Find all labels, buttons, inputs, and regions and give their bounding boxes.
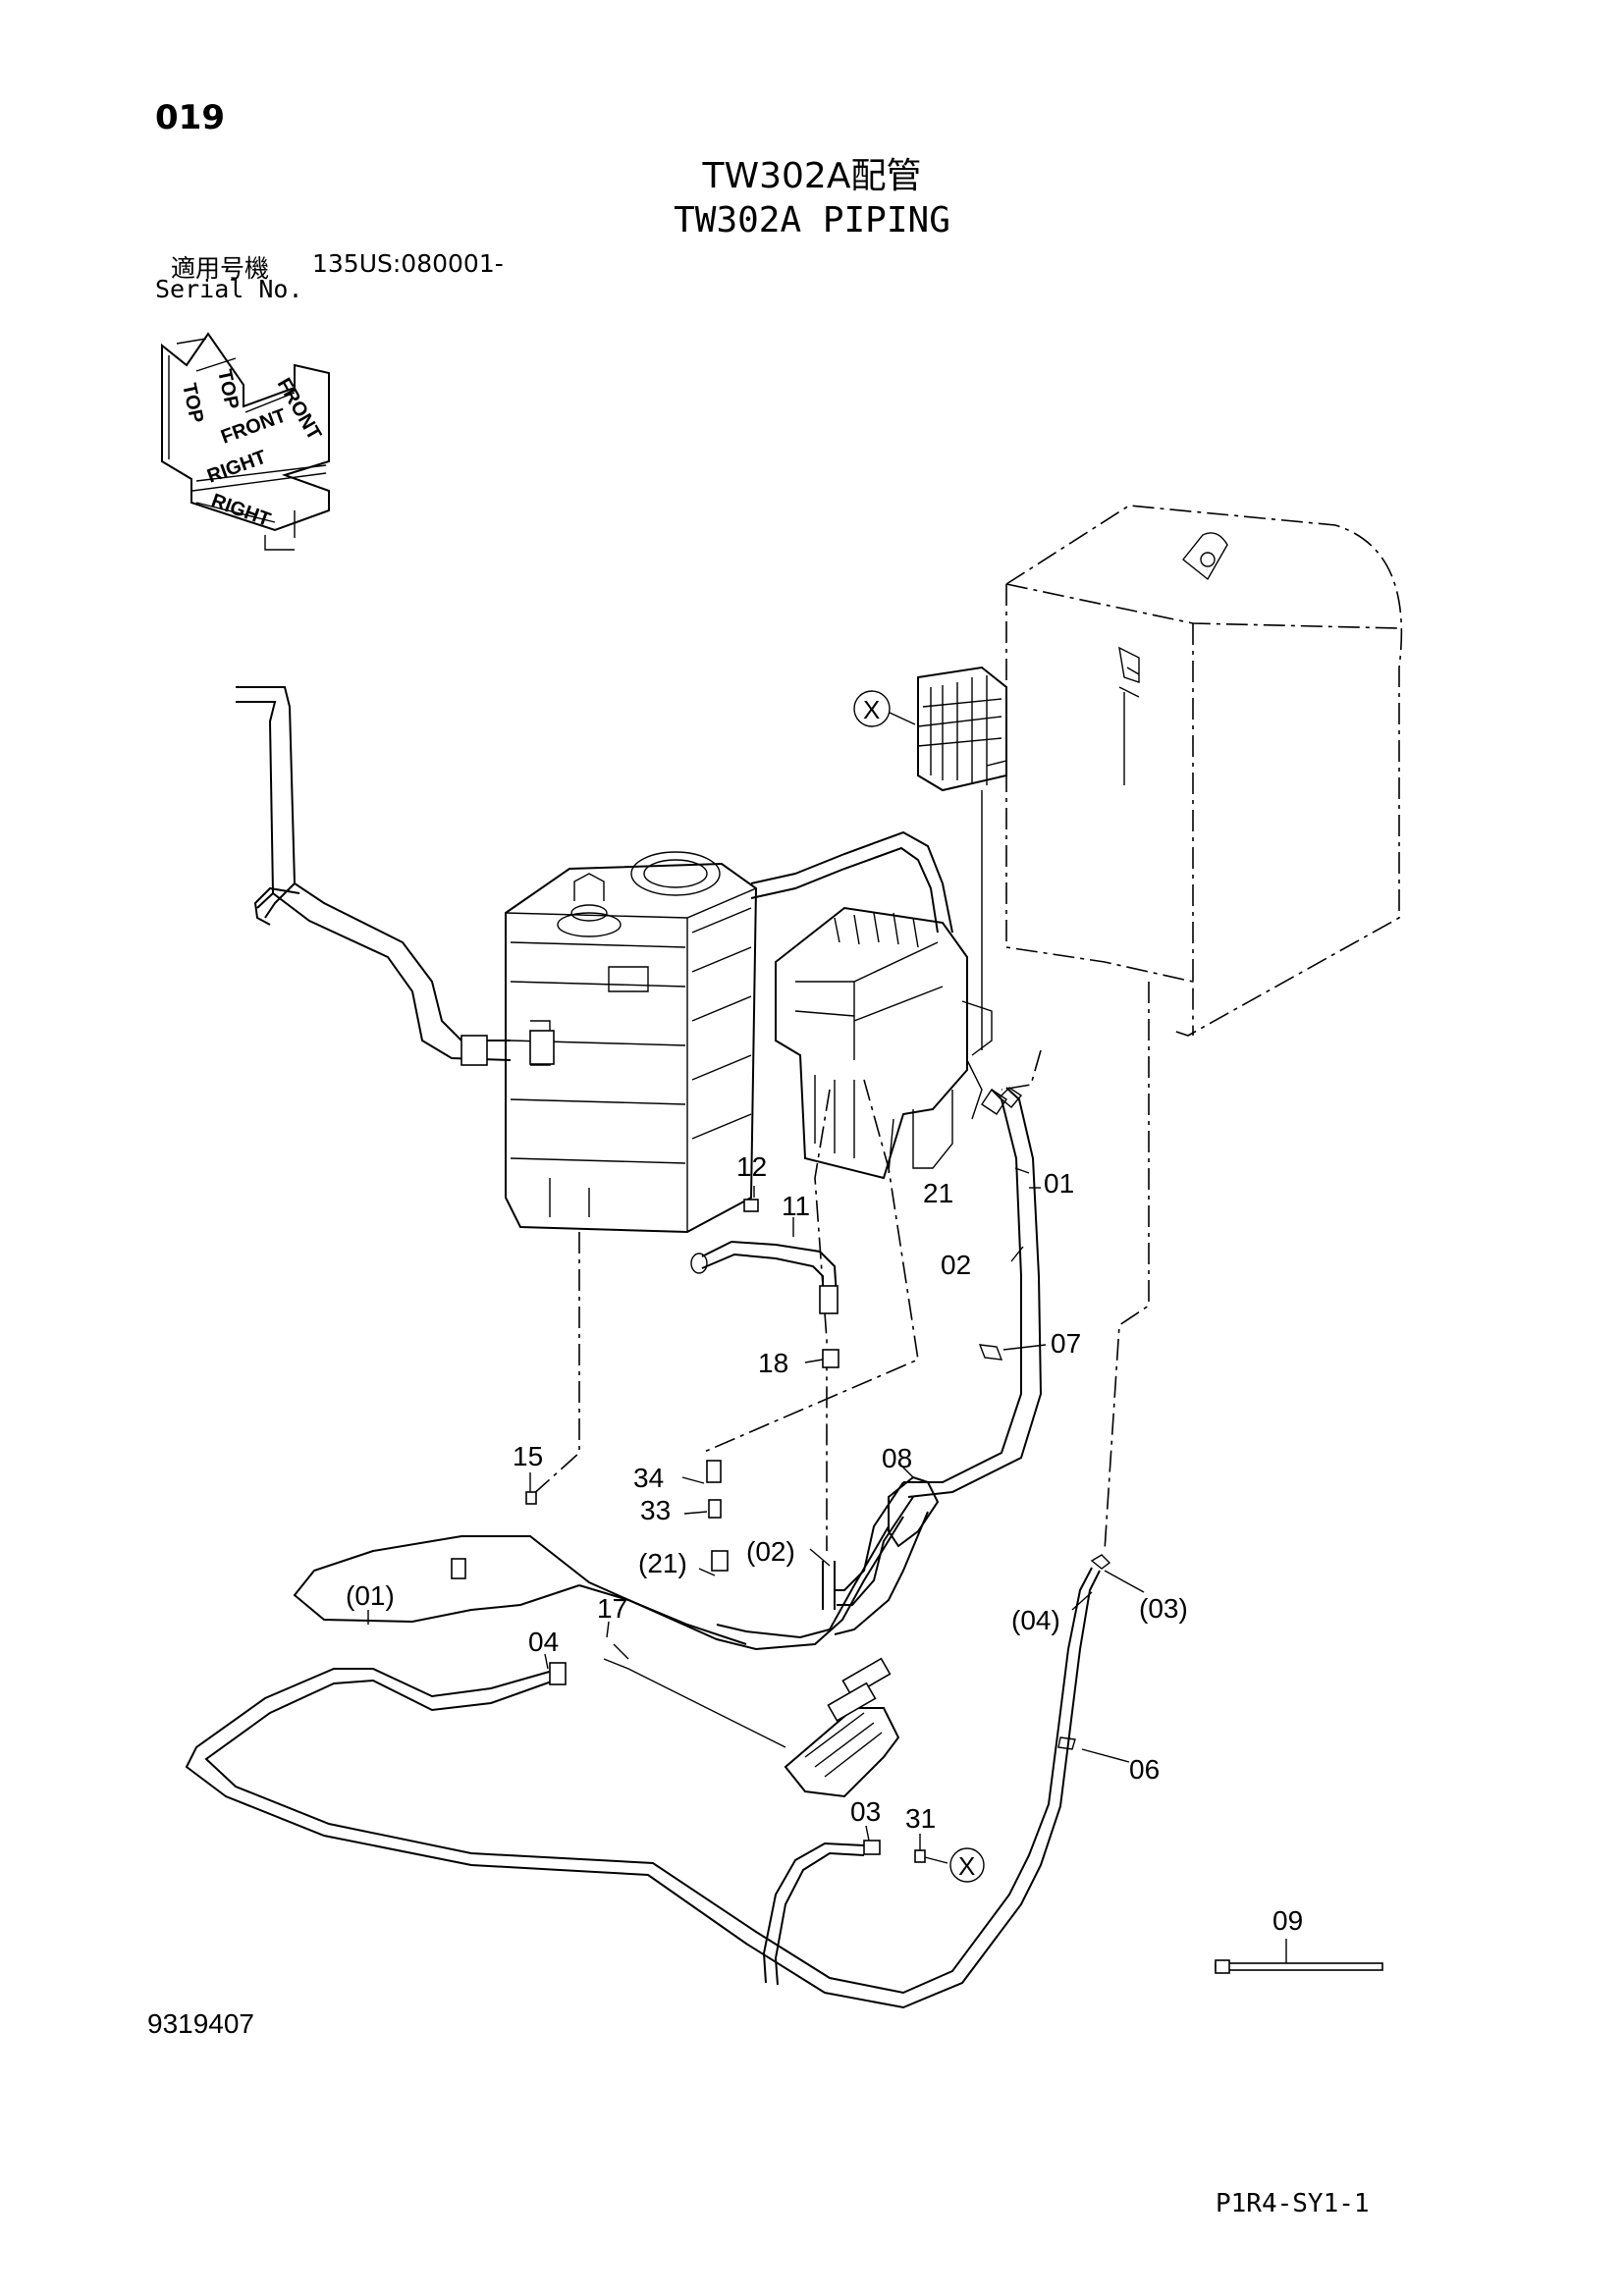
callout-ref-02: (02) (746, 1536, 795, 1567)
callout-34: 34 (633, 1463, 664, 1493)
suction-pipe-left (236, 686, 555, 1066)
return-pipe-upper (750, 830, 953, 934)
callout-ref-01: (01) (346, 1580, 395, 1611)
parts-11-12-18 (525, 1199, 839, 1519)
orientation-indicator: TOP TOP FRONT FRONT RIGHT RIGHT (161, 332, 330, 551)
cab-outline (1005, 505, 1403, 1037)
callout-21: 21 (923, 1178, 953, 1208)
callout-ref-04: (04) (1011, 1605, 1060, 1635)
assembly-leader-lines (529, 982, 1150, 1552)
drawing-number: 9319407 (147, 2008, 255, 2039)
orientation-top-label-1: TOP (213, 367, 243, 410)
serial-label-english: Serial No. (155, 275, 303, 303)
title-japanese: TW302A配管 (702, 156, 922, 196)
detail-x-marker-bottom: X (958, 1851, 975, 1881)
callout-15: 15 (513, 1441, 543, 1471)
title-english: TW302A PIPING (674, 200, 950, 240)
serial-number-range: 135US:080001- (312, 249, 504, 278)
callout-09: 09 (1272, 1905, 1303, 1936)
hose-04-loop (185, 1554, 1111, 2009)
callout-02: 02 (941, 1250, 971, 1280)
detail-x-marker-top: X (863, 695, 880, 724)
callout-ref-21: (21) (638, 1548, 687, 1578)
callout-06: 06 (1129, 1754, 1160, 1785)
page-number: 019 (155, 98, 225, 137)
orientation-front-label-2: FRONT (218, 404, 289, 448)
callout-18: 18 (758, 1348, 788, 1378)
detail-x-valve-assembly: X (853, 666, 1007, 1050)
callout-01: 01 (1044, 1168, 1074, 1199)
serial-label-japanese: 適用号機 (171, 254, 270, 283)
orientation-right-label-2: RIGHT (208, 490, 273, 531)
callout-31: 31 (905, 1803, 936, 1834)
orientation-top-label-2: TOP (178, 381, 207, 424)
callout-labels: 01 21 02 07 08 12 11 18 15 34 33 (21) (0… (346, 1151, 1303, 1936)
callout-11: 11 (782, 1191, 810, 1221)
callout-ref-03: (03) (1139, 1593, 1188, 1624)
callout-07: 07 (1051, 1328, 1081, 1359)
callout-12: 12 (736, 1151, 767, 1182)
hoses-01-02 (903, 1087, 1043, 1498)
callout-04: 04 (528, 1627, 559, 1657)
hose-01-loop (293, 1516, 904, 1651)
cable-tie-09 (1215, 1939, 1383, 1974)
callout-17: 17 (597, 1593, 627, 1624)
sheet-reference: P1R4-SY1-1 (1216, 2189, 1370, 2218)
callout-33: 33 (640, 1495, 671, 1525)
control-valve (775, 906, 993, 1180)
callout-08: 08 (882, 1443, 912, 1473)
callout-leaders (367, 1167, 1145, 1850)
hose-03: X (762, 1840, 985, 1986)
hose-clamp-08 (822, 1475, 940, 1635)
hydraulic-tank (505, 851, 758, 1234)
callout-03: 03 (850, 1796, 881, 1827)
pedal-valve-assembly (603, 1643, 900, 1798)
